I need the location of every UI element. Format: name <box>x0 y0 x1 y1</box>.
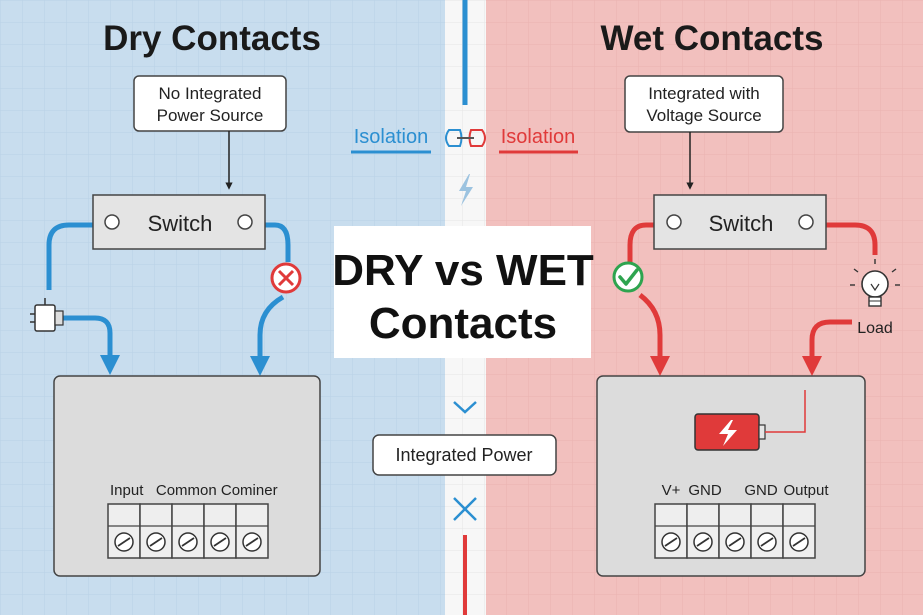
headline-line1: DRY vs WET <box>332 246 594 295</box>
left-note-box <box>133 75 287 132</box>
left-terminal-screw-slot <box>117 537 131 547</box>
left-terminal-screw-slot <box>181 537 195 547</box>
battery-icon <box>694 413 766 451</box>
left-note-line1: No Integrated <box>158 84 261 103</box>
right-note-line2: Voltage Source <box>646 106 761 125</box>
right-switch-box <box>653 194 827 250</box>
right-title: Wet Contacts <box>601 19 824 58</box>
link-icon <box>445 129 486 147</box>
left-note-line2: Power Source <box>157 106 264 125</box>
left-switch-box <box>92 194 266 250</box>
battery-wire <box>765 390 806 433</box>
right-switch-terminal-b <box>798 214 814 230</box>
light-bulb-icon <box>850 259 900 307</box>
right-terminal-screw-slot <box>792 537 806 547</box>
right-switch-label: Switch <box>709 211 774 236</box>
plug-icon <box>30 298 64 332</box>
left-terminal-screw-slot <box>149 537 163 547</box>
right-terminal-screw-slot <box>728 537 742 547</box>
left-wire-top-left <box>46 222 97 290</box>
right-terminal-label-gnd-1: GND <box>688 482 722 499</box>
check-mark-icon <box>612 261 644 293</box>
right-switch-terminal-a <box>666 214 682 230</box>
right-terminal-label-gnd-2: GND <box>744 482 778 499</box>
right-terminal-screw-slot <box>664 537 678 547</box>
right-isolation-label: Isolation <box>501 126 576 148</box>
headline-line2: Contacts <box>369 299 557 348</box>
left-switch-label: Switch <box>148 211 213 236</box>
left-wire-common <box>250 294 285 376</box>
integrated-power-box <box>372 434 557 476</box>
right-terminal-block <box>654 503 816 559</box>
right-wire-vplus <box>638 293 670 376</box>
chevron-down-icon <box>453 401 477 414</box>
left-wire-input <box>62 315 120 375</box>
load-label: Load <box>857 320 893 337</box>
right-wire-top-left <box>627 222 655 262</box>
right-note-line1: Integrated with <box>648 84 760 103</box>
integrated-power-label: Integrated Power <box>395 445 532 465</box>
right-terminal-label-output: Output <box>783 482 829 499</box>
left-wire-top-right <box>265 222 291 262</box>
left-switch-terminal-b <box>237 214 253 230</box>
left-switch-terminal-a <box>104 214 120 230</box>
left-terminal-block <box>107 503 269 559</box>
right-note-box <box>624 75 784 133</box>
left-isolation-label: Isolation <box>354 126 429 148</box>
left-terminal-screw-slot <box>245 537 259 547</box>
left-terminal-labels: Input Common Cominer <box>110 482 278 499</box>
headline-box <box>334 226 591 358</box>
left-terminal-screw-slot <box>213 537 227 547</box>
right-wire-to-load <box>826 222 878 255</box>
lightning-icon <box>459 174 473 206</box>
left-title: Dry Contacts <box>103 19 321 58</box>
right-terminal-label-vplus: V+ <box>662 482 681 499</box>
x-icon <box>453 497 477 521</box>
right-wire-load-return <box>802 319 852 376</box>
right-terminal-screw-slot <box>696 537 710 547</box>
right-terminal-screw-slot <box>760 537 774 547</box>
x-mark-icon <box>270 262 302 294</box>
